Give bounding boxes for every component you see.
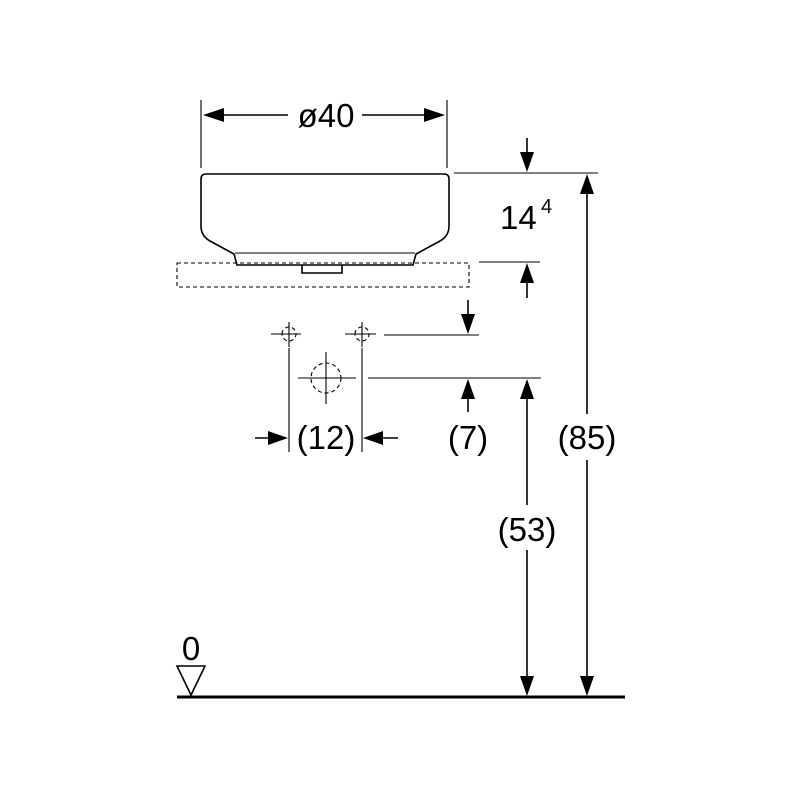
diameter-dimension: ø40 [200, 97, 448, 168]
countertop-slab [176, 262, 470, 288]
drain-outlet [301, 265, 343, 274]
rim-height-dimension: 14 4 [454, 138, 598, 298]
basin [200, 173, 450, 274]
diameter-label: ø40 [298, 97, 355, 134]
rim-to-floor-dimension: (53) [498, 379, 557, 696]
tap-spacing-dimension: (12) [255, 348, 398, 456]
total-height-dimension: (85) [558, 174, 617, 696]
total-height-label: (85) [558, 419, 617, 456]
tap-hole-left [271, 322, 301, 347]
floor-level-label: 0 [182, 630, 200, 667]
floor-level: 0 [175, 630, 625, 699]
level-triangle-icon [175, 665, 207, 697]
rim-height-main: 14 [500, 199, 537, 236]
outlet-offset-label: (7) [448, 419, 488, 456]
rim-to-floor-label: (53) [498, 511, 557, 548]
rim-height-superscript: 4 [541, 196, 552, 218]
waste-outlet-marker [298, 352, 356, 404]
tap-spacing-label: (12) [297, 419, 356, 456]
tap-hole-right [345, 322, 376, 347]
rim-height-label: 14 [500, 199, 537, 236]
basin-outline [200, 173, 450, 266]
outlet-offset-dimension: (7) [368, 300, 541, 456]
